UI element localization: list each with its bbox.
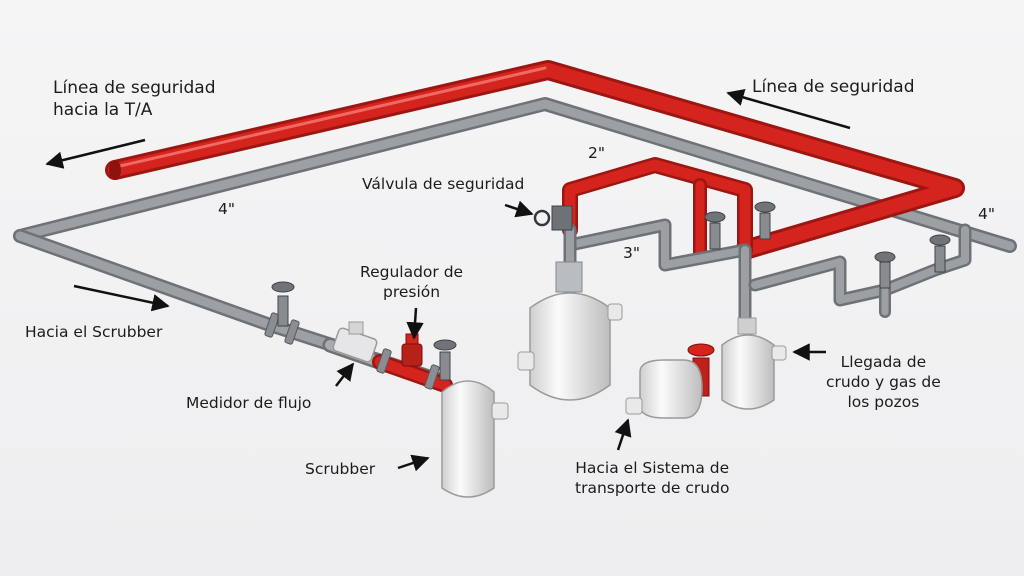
red-2in-branch — [562, 157, 753, 262]
flow-meter — [332, 321, 378, 363]
label-line: Llegada de — [840, 353, 927, 371]
red-safety-line — [105, 60, 965, 260]
label-line: transporte de crudo — [575, 479, 730, 498]
label-line: los pozos — [847, 393, 920, 412]
flanges — [264, 312, 440, 390]
safety-line-open-end — [109, 160, 121, 180]
gray-4in-pipe-loop — [13, 97, 1017, 387]
label-line: Hacia el Sistema de — [575, 459, 730, 477]
label-pipe-4in-left: 4" — [218, 200, 235, 218]
label-flow-meter: Medidor de flujo — [186, 394, 312, 412]
arrow-icon — [45, 88, 851, 472]
pressure-regulator — [401, 333, 423, 367]
label-to-transport: Hacia el Sistema de transporte de crudo — [575, 458, 729, 498]
label-pipe-3in: 3" — [623, 244, 640, 262]
label-to-scrubber: Hacia el Scrubber — [25, 323, 163, 341]
label-safety-valve: Válvula de seguridad — [362, 175, 525, 193]
safety-valve — [533, 205, 573, 231]
label-line: presión — [382, 283, 441, 302]
label-line: Regulador de — [360, 263, 464, 281]
label-safety-line-left: Línea de seguridad hacia la T/A — [53, 77, 216, 121]
label-line: crudo y gas de — [826, 373, 941, 392]
label-pipe-2in: 2" — [588, 144, 605, 162]
label-line: Línea de seguridad — [53, 78, 216, 98]
handwheel-valve-icon — [271, 201, 951, 381]
label-crude-inlet: Llegada de crudo y gas de los pozos — [826, 352, 941, 412]
label-line: hacia la T/A — [53, 100, 153, 121]
label-pressure-regulator: Regulador de presión — [360, 262, 463, 302]
label-pipe-4in-right: 4" — [978, 205, 995, 223]
label-scrubber: Scrubber — [305, 460, 376, 478]
pressure-vessel-icon — [441, 261, 787, 498]
label-safety-line-right: Línea de seguridad — [752, 77, 915, 97]
